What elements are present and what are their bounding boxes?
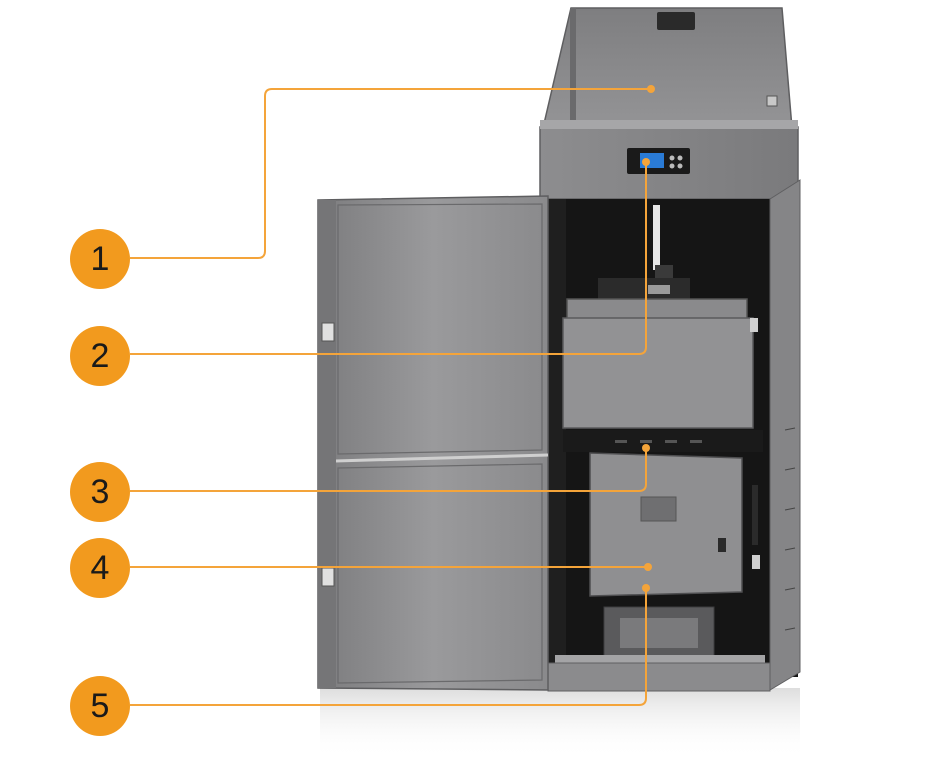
- lower-ash-door: [589, 452, 760, 597]
- leader-line-2: [130, 162, 647, 355]
- ash-door-window: [640, 496, 677, 522]
- feed-label-plate: [648, 285, 670, 294]
- callout-badge-3: 3: [70, 462, 130, 522]
- leader-line-3: [130, 448, 647, 492]
- target-dot-3: [642, 444, 650, 452]
- cabinet-right-side: [769, 179, 801, 691]
- ash-door-hinge: [752, 485, 758, 545]
- vent-strip: [563, 430, 763, 452]
- target-dot-1: [647, 85, 655, 93]
- target-dot-5: [642, 584, 650, 592]
- callout-badge-2: 2: [70, 326, 130, 386]
- leader-lines: [130, 88, 651, 706]
- callout-number-2: 2: [90, 336, 110, 375]
- upper-combustion-chamber: [562, 298, 758, 429]
- feed-mechanism: [598, 205, 690, 300]
- callout-number-5: 5: [90, 686, 110, 725]
- callout-number-3: 3: [90, 472, 110, 511]
- hopper-lid: [542, 7, 793, 129]
- ash-door-latch: [718, 538, 726, 552]
- target-dot-2: [642, 158, 650, 166]
- target-dot-4: [644, 563, 652, 571]
- cabinet-base: [547, 662, 771, 692]
- leader-line-1: [130, 88, 651, 259]
- ash-pan: [555, 606, 765, 667]
- callout-badge-1: 1: [70, 229, 130, 289]
- door-hinge: [321, 322, 335, 342]
- left-door: [317, 195, 549, 691]
- lid-handle: [657, 12, 695, 30]
- control-button: [669, 163, 675, 169]
- control-button: [677, 155, 683, 161]
- floor-reflection: [320, 688, 800, 758]
- callout-badge-5: 5: [70, 676, 130, 736]
- callout-number-4: 4: [90, 548, 110, 587]
- leader-line-5: [130, 588, 647, 706]
- control-button: [669, 155, 675, 161]
- callout-badge-4: 4: [70, 538, 130, 598]
- door-hinge: [321, 567, 335, 587]
- control-panel: [627, 148, 690, 174]
- control-button: [677, 163, 683, 169]
- target-dots: [642, 85, 655, 592]
- lid-hinge: [766, 95, 778, 107]
- callout-number-1: 1: [90, 239, 110, 278]
